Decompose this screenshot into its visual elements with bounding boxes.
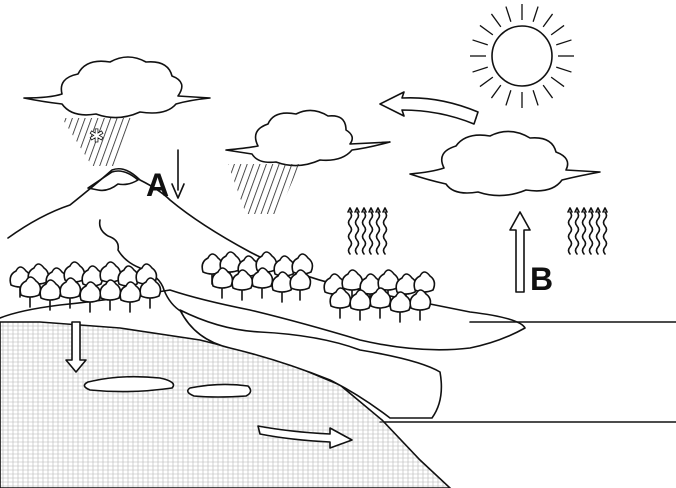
- label-b: B: [530, 261, 553, 297]
- cloud-middle: [225, 109, 391, 167]
- precipitation-middle: [228, 164, 300, 214]
- arrow-precipitation-down: [171, 149, 185, 199]
- cloud-right: [409, 130, 601, 197]
- evaporation-waves-left: [347, 207, 388, 255]
- groundwater-lenses: [83, 375, 252, 398]
- lake: [179, 309, 443, 419]
- svg-text:✱: ✱: [89, 126, 104, 147]
- forests: [9, 251, 436, 323]
- precipitation-left: ✱: [62, 118, 134, 166]
- label-a: A: [146, 167, 169, 203]
- arrow-evaporation-up: [509, 211, 531, 293]
- evaporation-waves-right: [567, 207, 608, 255]
- cloud-left: [23, 56, 211, 119]
- arrow-groundwater-flow: [257, 425, 353, 449]
- ocean: [379, 321, 676, 423]
- river: [98, 219, 183, 313]
- mountain-and-land: [0, 167, 526, 351]
- arrow-infiltration-down: [65, 321, 87, 373]
- snow-cap: [87, 170, 139, 192]
- sun: [470, 4, 574, 108]
- arrow-sun-to-cloud: [379, 91, 479, 125]
